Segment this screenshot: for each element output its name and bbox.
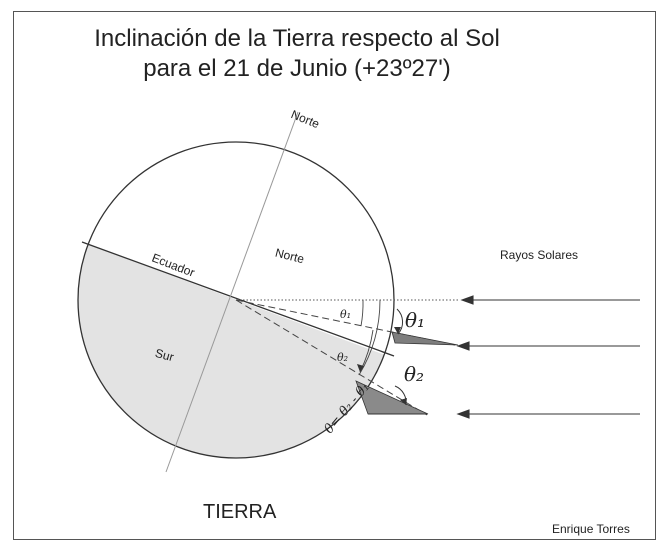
arc-theta1-small: [360, 299, 364, 327]
arrowhead-theta1: [394, 327, 401, 334]
arc-theta1-large: [396, 308, 404, 335]
title-line-2: para el 21 de Junio (+23º27'): [143, 55, 451, 82]
theta1-small-label: θ₁: [340, 308, 351, 321]
author-credit: Enrique Torres: [552, 522, 630, 536]
dashed-line-theta2: [235, 299, 428, 416]
sun-rays-label: Rayos Solares: [500, 248, 578, 262]
theta2-large-label: θ₂: [404, 362, 424, 386]
theta2-small-label: θ₂: [337, 351, 348, 364]
theta1-large-label: θ₁: [405, 308, 425, 332]
title-line-1: Inclinación de la Tierra respecto al Sol: [94, 25, 500, 52]
sun-rays: [456, 295, 640, 419]
axis-north-label: Norte: [289, 107, 322, 131]
arc-theta2-small: [358, 299, 381, 376]
shadow-wedge-1: [391, 331, 459, 346]
earth-label: TIERRA: [203, 501, 277, 523]
equator-line: [81, 241, 395, 357]
southern-hemisphere: [78, 234, 394, 458]
north-hemisphere-label: Norte: [274, 246, 306, 267]
dashed-line-theta1: [235, 299, 456, 346]
rotation-axis: [165, 111, 299, 473]
arrowhead-theta2: [400, 398, 407, 405]
south-hemisphere-label: Sur: [154, 346, 176, 364]
arrowhead-difference: [357, 364, 364, 372]
